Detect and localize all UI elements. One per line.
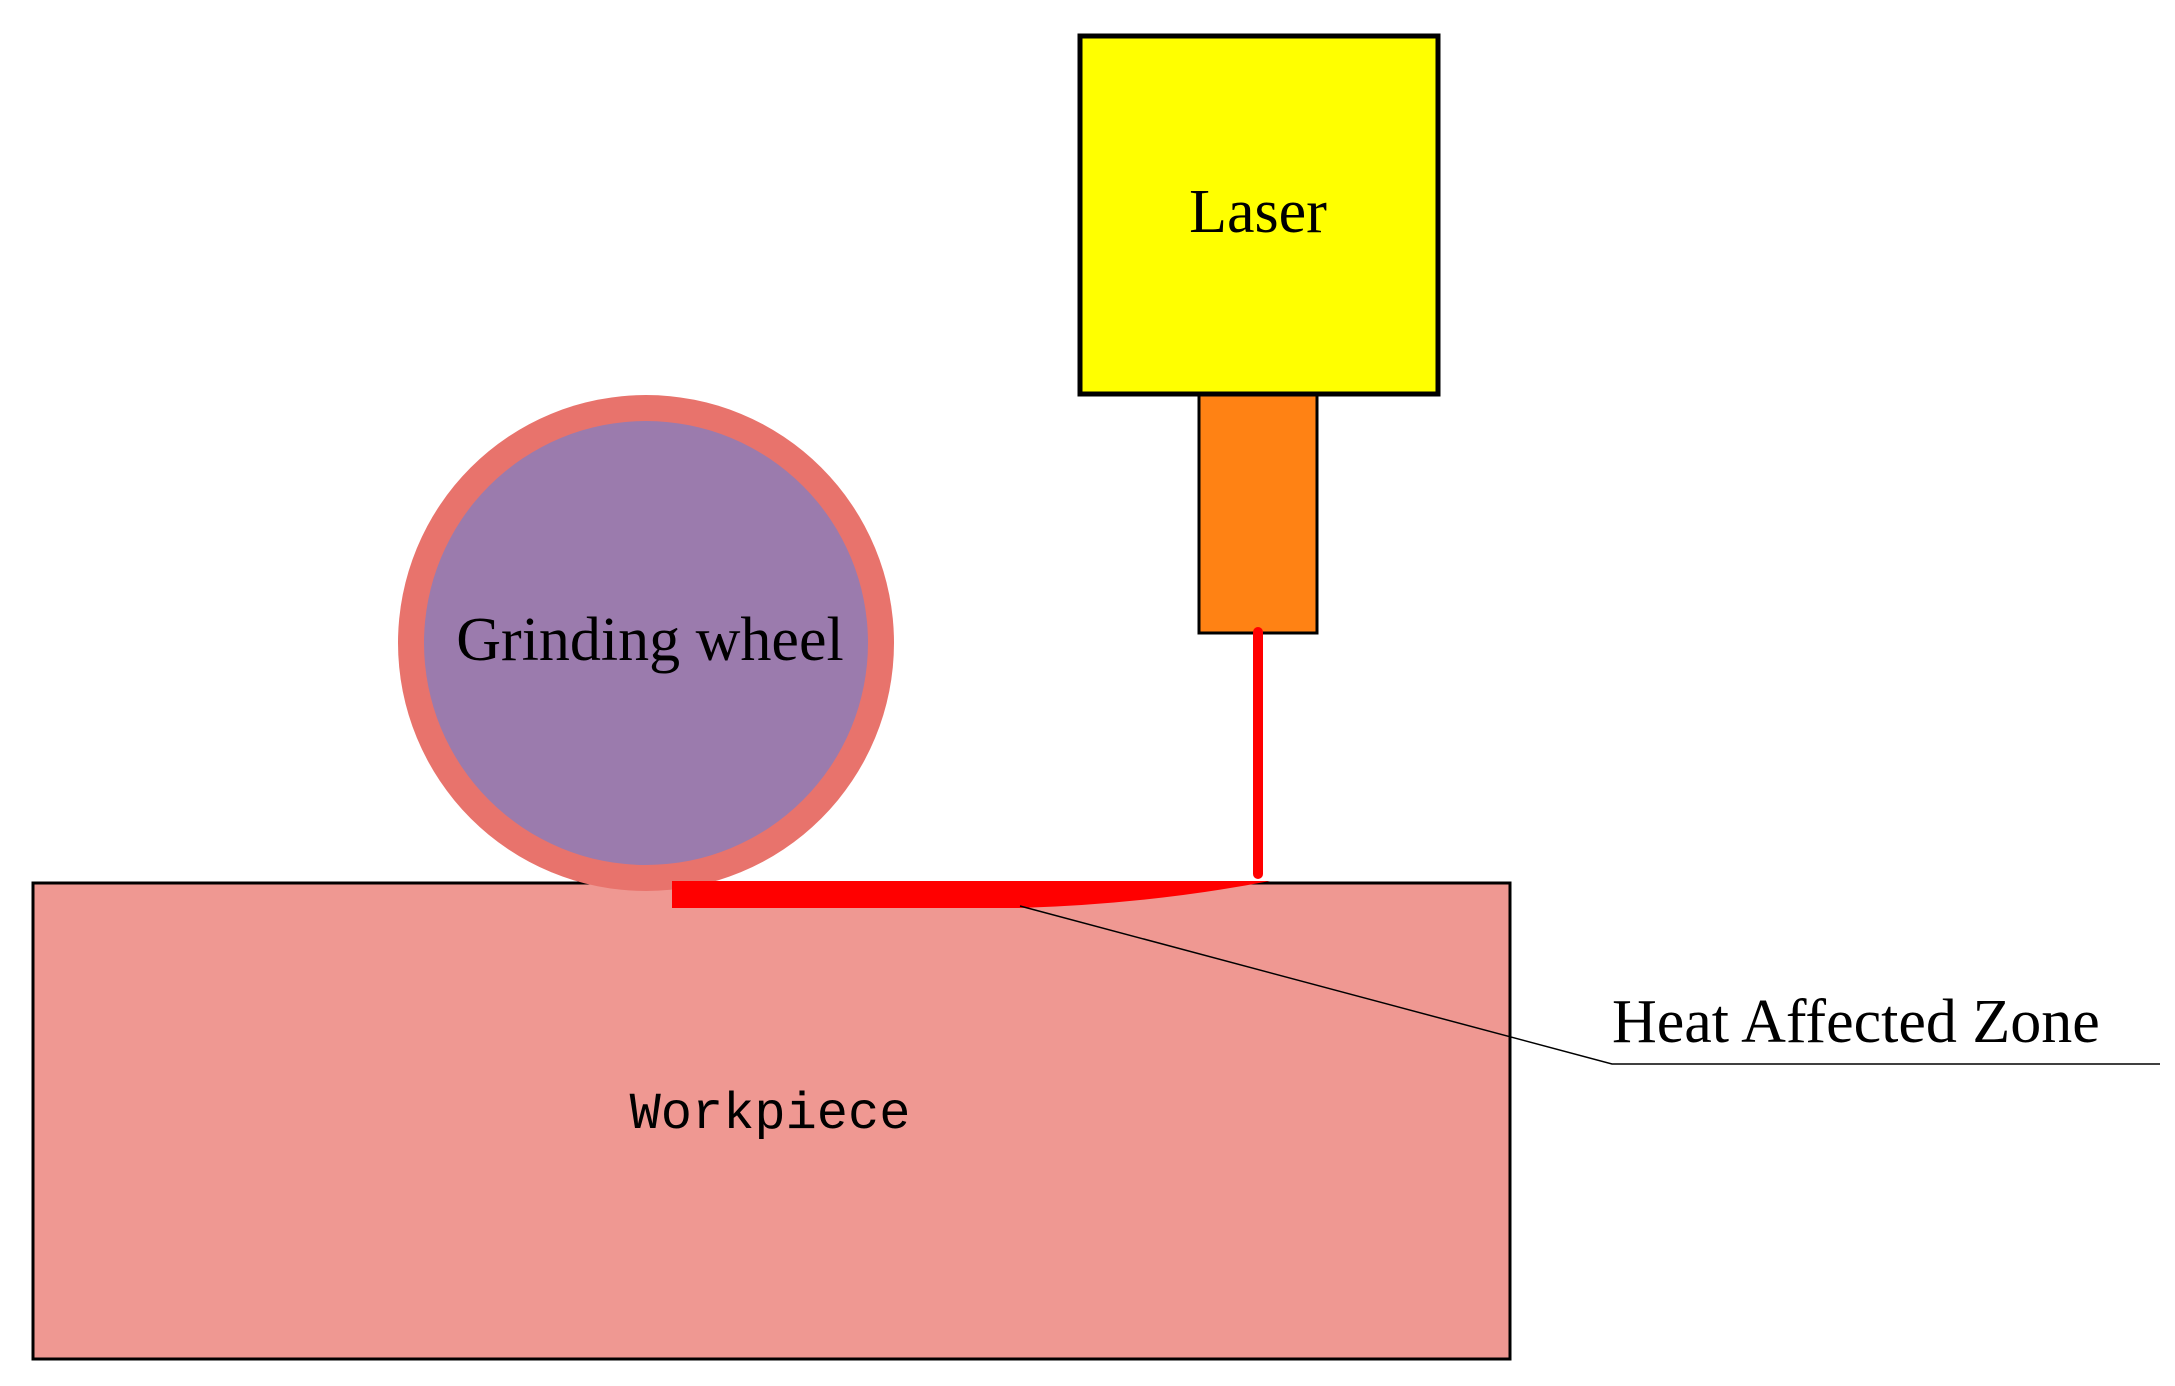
workpiece-block	[31, 881, 1512, 1361]
heat-zone-leader-line	[1019, 905, 2160, 1065]
grinding-wheel-label: Grinding wheel	[456, 606, 843, 674]
heat-affected-zone-label: Heat Affected Zone	[1612, 988, 2100, 1056]
heat-affected-zone-shape	[672, 881, 1270, 908]
laser-nozzle	[1197, 393, 1319, 635]
grinding-wheel-core	[424, 421, 868, 865]
workpiece-label: Workpiece	[630, 1085, 911, 1144]
laser-label: Laser	[1189, 178, 1327, 246]
